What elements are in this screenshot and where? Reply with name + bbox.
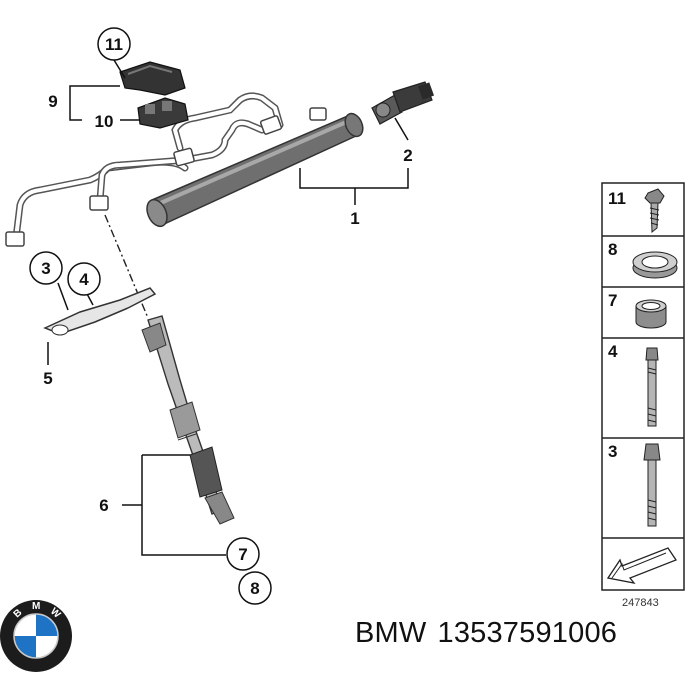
seal-ring-icon (632, 251, 678, 279)
callout-10: 10 (95, 112, 114, 131)
callout-9: 9 (48, 92, 57, 111)
parts-side-panel: 11 8 7 4 (601, 182, 685, 591)
callout-1: 1 (350, 209, 359, 228)
svg-text:11: 11 (608, 189, 626, 208)
callout-8: 8 (238, 571, 272, 605)
bolt-icon (643, 443, 661, 527)
side-item-4: 4 (608, 342, 659, 427)
clamp-plate (43, 287, 157, 335)
arrow-icon (606, 547, 677, 584)
caption-brand: BMW (355, 617, 427, 649)
side-item-8: 8 (608, 240, 678, 279)
side-item-3: 3 (608, 442, 661, 527)
fuel-rail-assembly (5, 81, 435, 247)
svg-text:4: 4 (608, 342, 618, 361)
pressure-sensor (371, 81, 435, 125)
bracket-10 (137, 97, 189, 129)
svg-text:8: 8 (608, 240, 617, 259)
svg-text:3: 3 (41, 259, 50, 278)
svg-text:M: M (32, 601, 40, 612)
bmw-logo: B M W (0, 600, 72, 672)
bracket-11 (119, 61, 186, 96)
callout-6: 6 (99, 496, 108, 515)
svg-text:11: 11 (105, 35, 123, 54)
callout-7: 7 (226, 537, 260, 571)
svg-text:4: 4 (79, 270, 89, 289)
callout-3: 3 (29, 251, 63, 285)
diagram-id: 247843 (622, 597, 659, 609)
callout-4: 4 (67, 262, 101, 296)
stud-bolt-icon (645, 347, 659, 427)
callout-11: 11 (97, 27, 131, 61)
svg-text:7: 7 (608, 291, 617, 310)
side-item-11: 11 (608, 188, 665, 234)
leader-lines (47, 59, 409, 556)
injector-assembly (43, 214, 235, 525)
callout-5: 5 (43, 369, 52, 388)
side-item-7: 7 (608, 291, 667, 329)
svg-text:3: 3 (608, 442, 617, 461)
caption: BMW 13537591006 (355, 617, 617, 650)
screw-icon (644, 188, 665, 234)
caption-part-number: 13537591006 (437, 617, 618, 649)
sleeve-icon (635, 299, 667, 329)
callout-2: 2 (403, 146, 412, 165)
svg-text:7: 7 (238, 545, 247, 564)
svg-text:8: 8 (250, 579, 259, 598)
